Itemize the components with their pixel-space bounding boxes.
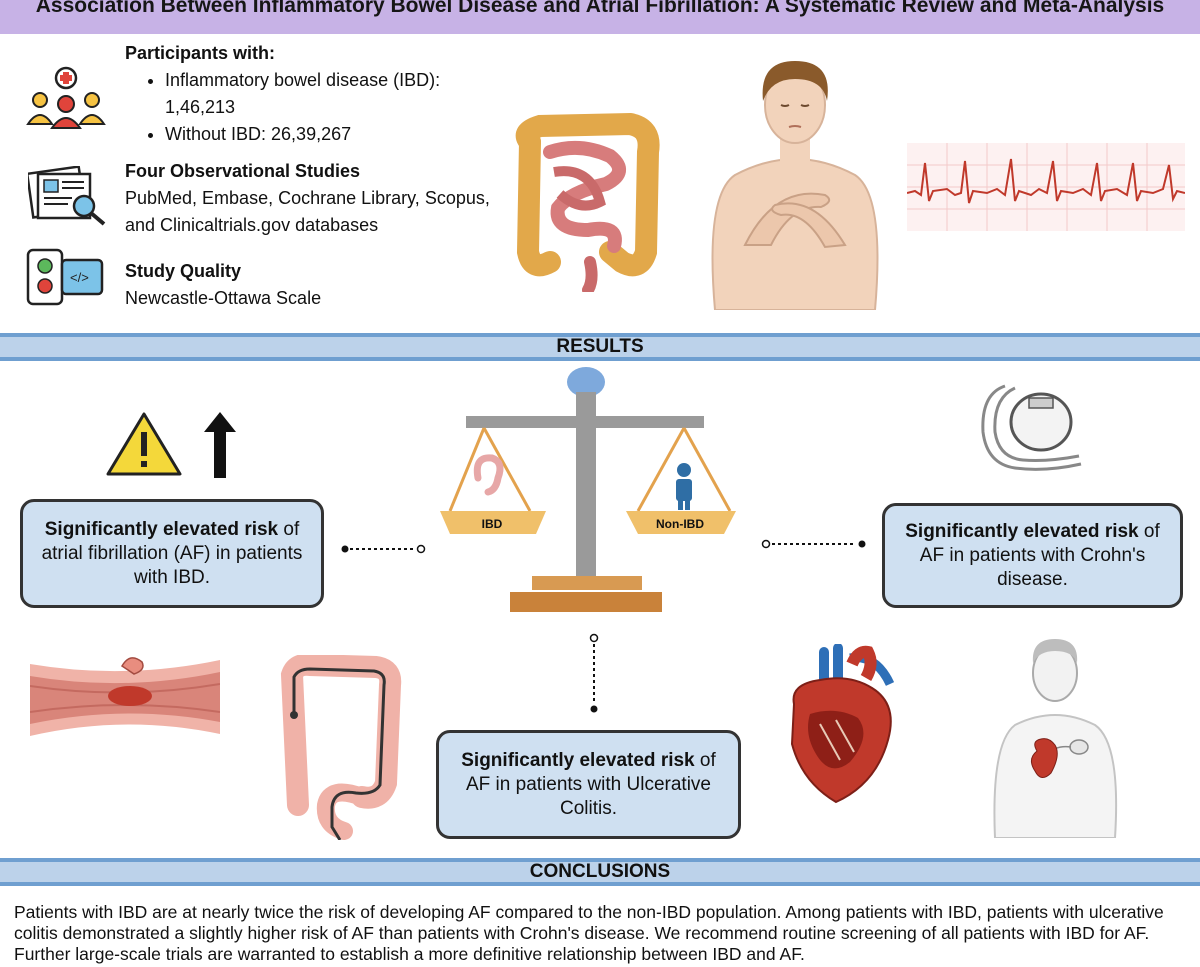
result-box-ulcerative-colitis: Significantly elevated risk of AF in pat… [436, 730, 741, 839]
conclusions-band: CONCLUSIONS [0, 858, 1200, 886]
studies-text: PubMed, Embase, Cochrane Library, Scopus… [125, 188, 490, 235]
colonoscopy-illustration [270, 653, 410, 841]
colon-lesion-illustration [29, 652, 221, 742]
result-box-bold: Significantly elevated risk [44, 518, 279, 540]
conclusions-label: CONCLUSIONS [529, 861, 671, 882]
result-box-crohns: Significantly elevated risk of AF in pat… [882, 503, 1183, 608]
result-box-text: of AF in patients with Ulcerative Coliti… [466, 749, 716, 819]
scale-illustration: IBD Non-IBD [440, 366, 740, 616]
pacemaker-icon [975, 380, 1085, 480]
results-label: RESULTS [556, 336, 644, 357]
result-box-bold: Significantly elevated risk [461, 749, 695, 771]
participants-heading: Participants with: [125, 43, 276, 63]
conclusions-strip [0, 886, 1200, 898]
quality-heading: Study Quality [125, 261, 242, 281]
result-box-bold: Significantly elevated risk [905, 520, 1139, 542]
title-bar: Association Between Inflammatory Bowel D… [0, 0, 1200, 34]
list-item: Without IBD: 26,39,267 [165, 121, 495, 148]
participants-list: Inflammatory bowel disease (IBD): 1,46,2… [125, 67, 495, 148]
list-item: Inflammatory bowel disease (IBD): 1,46,2… [165, 67, 495, 121]
result-box-ibd: Significantly elevated risk of atrial fi… [20, 499, 324, 608]
scale-left-label: IBD [482, 517, 503, 531]
result-box-text: of AF in patients with Crohn's disease. [919, 520, 1160, 590]
connector-bottom [586, 632, 602, 714]
quality-section: Study Quality Newcastle-Ottawa Scale [125, 258, 485, 312]
participants-icon [24, 66, 108, 130]
up-arrow-icon [200, 410, 240, 480]
heart-illustration [780, 643, 900, 804]
connector-right [760, 536, 870, 552]
implanted-device-figure [975, 633, 1135, 839]
quality-text: Newcastle-Ottawa Scale [125, 288, 322, 308]
connector-left [340, 541, 430, 557]
studies-icon [25, 165, 108, 226]
result-box-text: of atrial fibrillation (AF) in patients … [41, 518, 303, 588]
patient-chest-pain-illustration [695, 55, 895, 311]
results-band: RESULTS [0, 333, 1200, 361]
studies-heading: Four Observational Studies [125, 161, 361, 181]
svg-text:</>: </> [70, 270, 89, 285]
scale-right-label: Non-IBD [656, 517, 704, 531]
conclusions-text: Patients with IBD are at nearly twice th… [14, 902, 1164, 964]
participants-section: Participants with: Inflammatory bowel di… [125, 40, 495, 148]
page-title: Association Between Inflammatory Bowel D… [35, 0, 1165, 17]
ecg-strip [906, 143, 1186, 231]
intestine-illustration [510, 112, 660, 296]
quality-icon: </> [26, 248, 106, 306]
warning-icon [104, 410, 184, 478]
studies-section: Four Observational Studies PubMed, Embas… [125, 158, 505, 239]
